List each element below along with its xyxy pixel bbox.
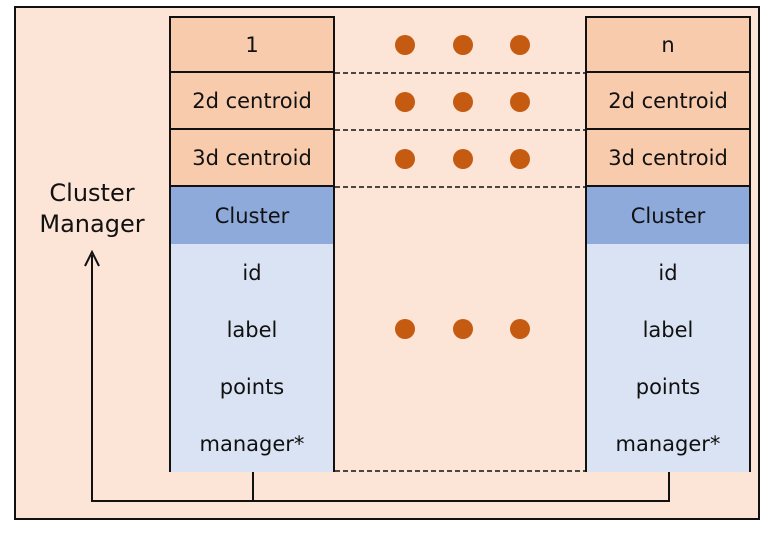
centroid-3d-cell: 3d centroid	[171, 130, 333, 187]
cluster-field-label: label	[171, 301, 333, 358]
cluster-field-manager: manager*	[587, 415, 749, 472]
cluster-field-id: id	[587, 244, 749, 301]
cluster-class-header: Cluster	[171, 187, 333, 244]
ellipsis-dot	[453, 319, 473, 339]
ellipsis-dot	[453, 92, 473, 112]
ellipsis-dot	[510, 35, 530, 55]
centroid-3d-cell: 3d centroid	[587, 130, 749, 187]
cluster-field-label: label	[587, 301, 749, 358]
ellipsis-dot	[510, 319, 530, 339]
ellipsis-dot	[395, 35, 415, 55]
ellipsis-dot	[510, 92, 530, 112]
centroid-2d-cell: 2d centroid	[587, 73, 749, 130]
cluster-column-right: n 2d centroid 3d centroid Cluster id lab…	[585, 16, 751, 472]
cluster-index-cell: 1	[171, 16, 333, 73]
ellipsis-dot	[395, 92, 415, 112]
cluster-class-header: Cluster	[587, 187, 749, 244]
ellipsis-dot	[453, 149, 473, 169]
ellipsis-dot	[453, 35, 473, 55]
cluster-field-points: points	[587, 358, 749, 415]
ellipsis-dot	[510, 149, 530, 169]
cluster-index-cell: n	[587, 16, 749, 73]
centroid-2d-cell: 2d centroid	[171, 73, 333, 130]
arrow-head-icon	[84, 249, 100, 267]
manager-pointer-line	[253, 472, 670, 502]
cluster-column-left: 1 2d centroid 3d centroid Cluster id lab…	[169, 16, 335, 472]
ellipsis-dot	[395, 149, 415, 169]
cluster-field-points: points	[171, 358, 333, 415]
manager-pointer-line	[91, 255, 254, 502]
cluster-field-id: id	[171, 244, 333, 301]
cluster-field-manager: manager*	[171, 415, 333, 472]
ellipsis-dot	[395, 319, 415, 339]
